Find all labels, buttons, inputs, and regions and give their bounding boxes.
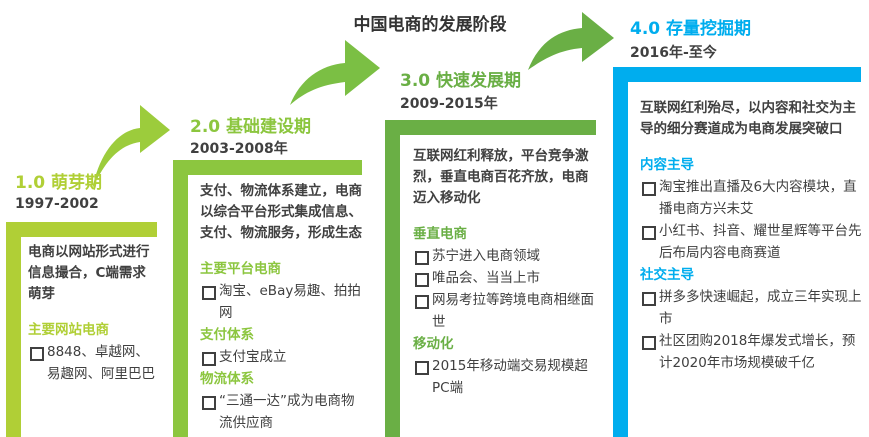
page-title: 中国电商的发展阶段 <box>353 15 507 35</box>
list-item: 小红书、抖音、耀世星辉等平台先后布局内容电商赛道 <box>640 220 865 264</box>
stage-years: 2016年-至今 <box>630 45 717 61</box>
stage-summary: 电商以网站形式进行信息撮合，C端需求萌芽 <box>28 244 150 302</box>
section-heading: 物流体系 <box>200 371 254 387</box>
bracket-side-bar <box>613 67 628 437</box>
list-item: 8848、卓越网、易趣网、阿里巴巴 <box>28 341 156 385</box>
stage-summary: 互联网红利释放，平台竞争激烈，垂直电商百花齐放，电商迈入移动化 <box>413 148 589 206</box>
stage-label: 4.0 存量挖掘期 <box>630 19 752 39</box>
stage-summary: 互联网红利殆尽，以内容和社交为主导的细分赛道成为电商发展突破口 <box>640 100 856 137</box>
stage-content: 互联网红利释放，平台竞争激烈，垂直电商百花齐放，电商迈入移动化垂直电商苏宁进入电… <box>413 146 598 399</box>
bracket-top-bar <box>385 120 596 135</box>
stage-years: 1997-2002 <box>15 196 99 212</box>
stage-content: 电商以网站形式进行信息撮合，C端需求萌芽主要网站电商 8848、卓越网、易趣网、阿… <box>28 242 156 385</box>
bracket-top-bar <box>613 67 861 82</box>
stage-content: 互联网红利殆尽，以内容和社交为主导的细分赛道成为电商发展突破口内容主导淘宝推出直… <box>640 98 865 374</box>
arrow-icon <box>290 40 380 105</box>
bracket-side-bar <box>173 160 188 437</box>
list-item: 淘宝推出直播及6大内容模块，直播电商方兴未艾 <box>640 176 865 220</box>
section-heading: 垂直电商 <box>413 226 467 242</box>
section-heading: 支付体系 <box>200 327 254 343</box>
bracket-side-bar <box>385 120 400 437</box>
stage-years: 2009-2015年 <box>400 96 498 112</box>
stage-summary: 支付、物流体系建立，电商以综合平台形式集成信息、支付、物流服务，形成生态 <box>200 183 362 241</box>
list-item: 网易考拉等跨境电商相继面世 <box>413 289 598 333</box>
section-heading: 移动化 <box>413 336 454 352</box>
bracket-side-bar <box>6 222 21 437</box>
list-item: 淘宝、eBay易趣、拍拍网 <box>200 280 362 324</box>
section-heading: 社交主导 <box>640 267 694 283</box>
bracket-top-bar <box>6 222 157 237</box>
stage-label: 2.0 基础建设期 <box>190 117 312 137</box>
arrow-icon <box>92 105 170 190</box>
stage-label: 3.0 快速发展期 <box>400 71 522 91</box>
list-item: 苏宁进入电商领域 <box>413 245 598 267</box>
list-item: 支付宝成立 <box>200 346 362 368</box>
section-heading: 主要网站电商 <box>28 322 109 338</box>
list-item: 唯品会、当当上市 <box>413 267 598 289</box>
list-item: 社区团购2018年爆发式增长，预计2020年市场规模破千亿 <box>640 330 865 374</box>
list-item: 拼多多快速崛起，成立三年实现上市 <box>640 286 865 330</box>
stage-label: 1.0 萌芽期 <box>15 173 103 193</box>
list-item: “三通一达”成为电商物流供应商 <box>200 390 362 434</box>
stage-content: 支付、物流体系建立，电商以综合平台形式集成信息、支付、物流服务，形成生态主要平台… <box>200 181 362 434</box>
section-heading: 主要平台电商 <box>200 261 281 277</box>
bracket-top-bar <box>173 160 362 175</box>
stage-years: 2003-2008年 <box>190 141 288 157</box>
list-item: 2015年移动端交易规模超PC端 <box>413 355 598 399</box>
arrow-icon <box>528 12 614 70</box>
section-heading: 内容主导 <box>640 157 694 173</box>
